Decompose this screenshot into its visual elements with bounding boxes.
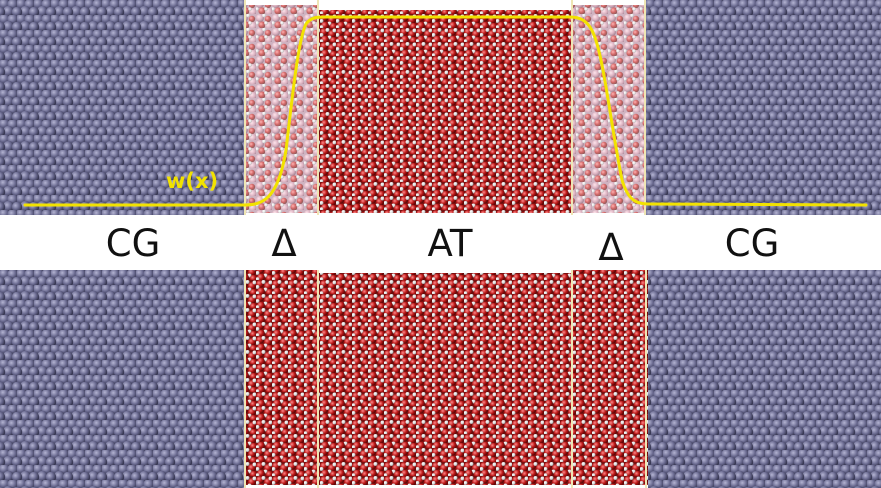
weight-function-curve [23, 15, 868, 207]
bottom-panel [0, 270, 881, 488]
top-cg-right-region [645, 0, 881, 215]
bottom-cg-left-region [0, 270, 245, 488]
label-delta-left: Δ [271, 222, 297, 265]
bottom-at-region [319, 273, 572, 485]
label-delta-right: Δ [598, 226, 624, 269]
bottom-at-right-delta-region [572, 270, 648, 485]
weight-function-label: w(x) [166, 169, 219, 193]
label-cg-left: CG [105, 222, 161, 265]
top-hybrid-left-region [245, 5, 317, 213]
label-cg-right: CG [724, 222, 780, 265]
top-panel [0, 0, 881, 215]
bottom-cg-right-region [648, 270, 881, 488]
bottom-at-left-delta-region [245, 270, 318, 485]
label-at: AT [427, 222, 473, 265]
top-hybrid-left-haze [245, 5, 317, 213]
top-cg-left-region [0, 0, 245, 215]
top-at-region [319, 10, 572, 213]
